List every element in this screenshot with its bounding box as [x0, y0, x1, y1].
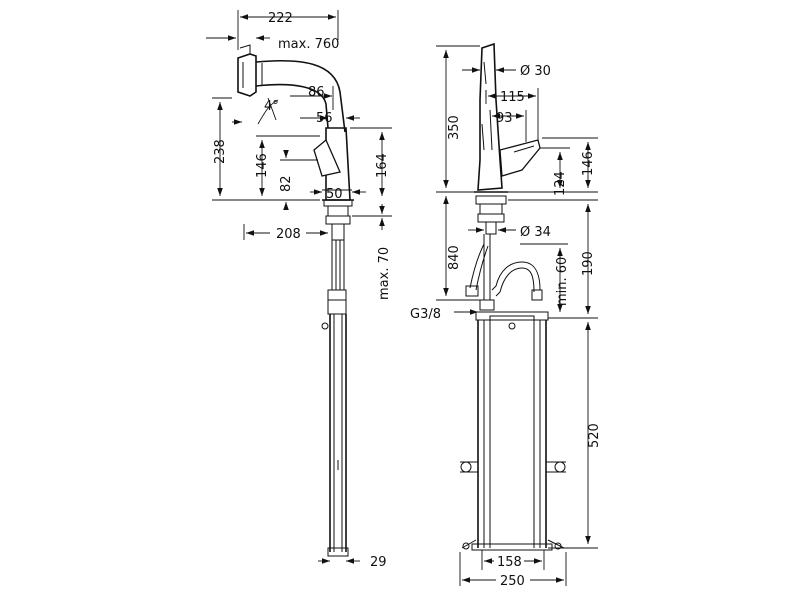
front-frame [460, 311, 566, 551]
side-spray-head [237, 44, 257, 97]
dim-front-93: 93 [496, 111, 513, 126]
side-view: 222 max. 760 86 4° 56 238 146 82 [206, 10, 392, 570]
front-hoses [465, 234, 543, 311]
dim-side-86: 86 [308, 85, 325, 100]
dim-side-164: 164 [375, 153, 390, 178]
front-base [474, 191, 508, 235]
dim-front-124: 124 [553, 171, 568, 196]
dim-front-dia34: Ø 34 [520, 225, 551, 240]
dim-side-222: 222 [268, 11, 293, 26]
dim-front-g38: G3/8 [410, 307, 441, 322]
dim-front-158: 158 [497, 555, 522, 570]
front-lever [499, 139, 541, 177]
front-view: Ø 30 350 115 93 124 146 Ø 34 840 min. 60 [410, 42, 602, 589]
side-rail [327, 314, 349, 557]
dim-front-dia30: Ø 30 [520, 64, 551, 79]
dim-side-max760: max. 760 [278, 37, 339, 52]
dim-side-56: 56 [316, 111, 333, 126]
dim-side-angle: 4° [264, 99, 279, 114]
dim-side-50: 50 [326, 187, 343, 202]
dim-side-146: 146 [255, 153, 270, 178]
side-spout [255, 59, 346, 133]
dim-side-208: 208 [276, 227, 301, 242]
dim-front-840: 840 [447, 245, 462, 270]
dim-front-520: 520 [587, 423, 602, 448]
dim-side-max70: max. 70 [377, 247, 392, 300]
dim-front-250: 250 [500, 574, 525, 589]
dim-side-82: 82 [279, 175, 294, 192]
side-base [321, 199, 353, 330]
dim-side-29: 29 [370, 555, 387, 570]
dim-front-115: 115 [500, 90, 525, 105]
dim-front-190: 190 [581, 251, 596, 276]
dim-side-238: 238 [213, 139, 228, 164]
dim-front-146: 146 [581, 151, 596, 176]
dim-front-min60: min. 60 [555, 257, 570, 306]
dim-front-350: 350 [447, 115, 462, 140]
